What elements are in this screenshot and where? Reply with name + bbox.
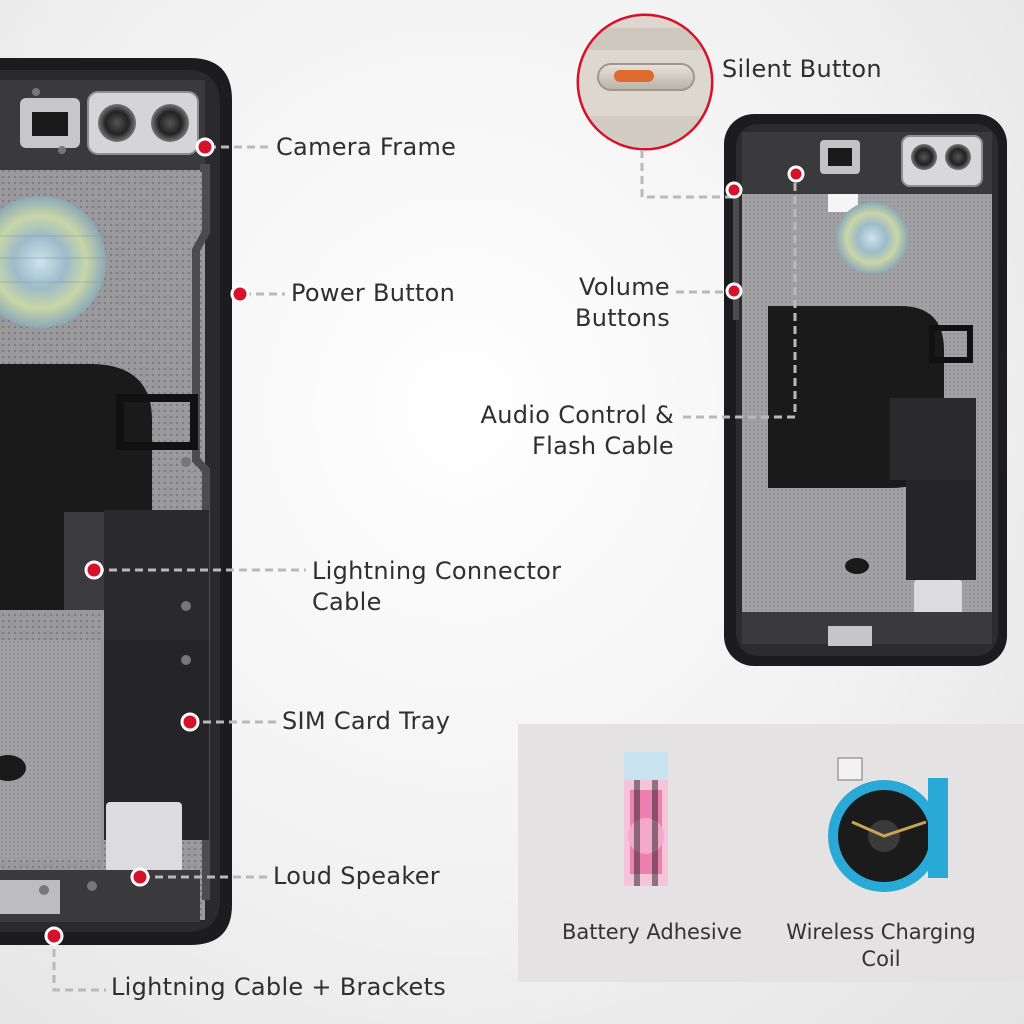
label-sim-card-tray: SIM Card Tray xyxy=(282,707,451,735)
label-line: Lightning Connector xyxy=(312,557,562,585)
large-housing-image xyxy=(0,58,232,945)
label-power-button: Power Button xyxy=(291,279,456,307)
dot-lightning-cable xyxy=(44,926,64,946)
dot-camera-frame xyxy=(195,137,215,157)
leader-lines xyxy=(52,145,797,992)
dot-audio-control xyxy=(787,165,805,183)
label-line: Coil xyxy=(861,947,901,971)
dot-sim-card-tray xyxy=(180,712,200,732)
label-camera-frame: Camera Frame xyxy=(276,133,457,161)
label-wireless-charging-coil: Wireless Charging Coil xyxy=(782,919,980,973)
label-volume-buttons: Volume Buttons xyxy=(575,272,670,334)
label-audio-control-flash-cable: Audio Control & Flash Cable xyxy=(481,400,674,462)
dot-power-button xyxy=(230,284,250,304)
label-line: Wireless Charging xyxy=(786,920,976,944)
dot-volume-buttons xyxy=(725,282,743,300)
label-line: Volume xyxy=(578,273,670,301)
label-line: Audio Control & xyxy=(480,401,674,429)
dot-loud-speaker xyxy=(130,867,150,887)
wireless-charging-coil-image xyxy=(828,757,948,892)
label-lightning-connector-cable: Lightning Connector Cable xyxy=(312,556,561,618)
small-housing-image xyxy=(724,114,1007,666)
label-silent-button: Silent Button xyxy=(722,55,882,83)
label-loud-speaker: Loud Speaker xyxy=(273,862,440,890)
silent-button-zoom xyxy=(576,13,714,151)
label-line: Cable xyxy=(312,588,382,616)
label-battery-adhesive: Battery Adhesive xyxy=(562,920,743,944)
label-line: Flash Cable xyxy=(532,432,674,460)
battery-adhesive-image xyxy=(624,752,668,886)
marker-dots xyxy=(44,137,805,946)
dot-lightning-connector xyxy=(84,560,104,580)
label-lightning-cable-brackets: Lightning Cable + Brackets xyxy=(111,973,447,1001)
label-line: Buttons xyxy=(575,304,670,332)
dot-silent-button xyxy=(725,181,743,199)
